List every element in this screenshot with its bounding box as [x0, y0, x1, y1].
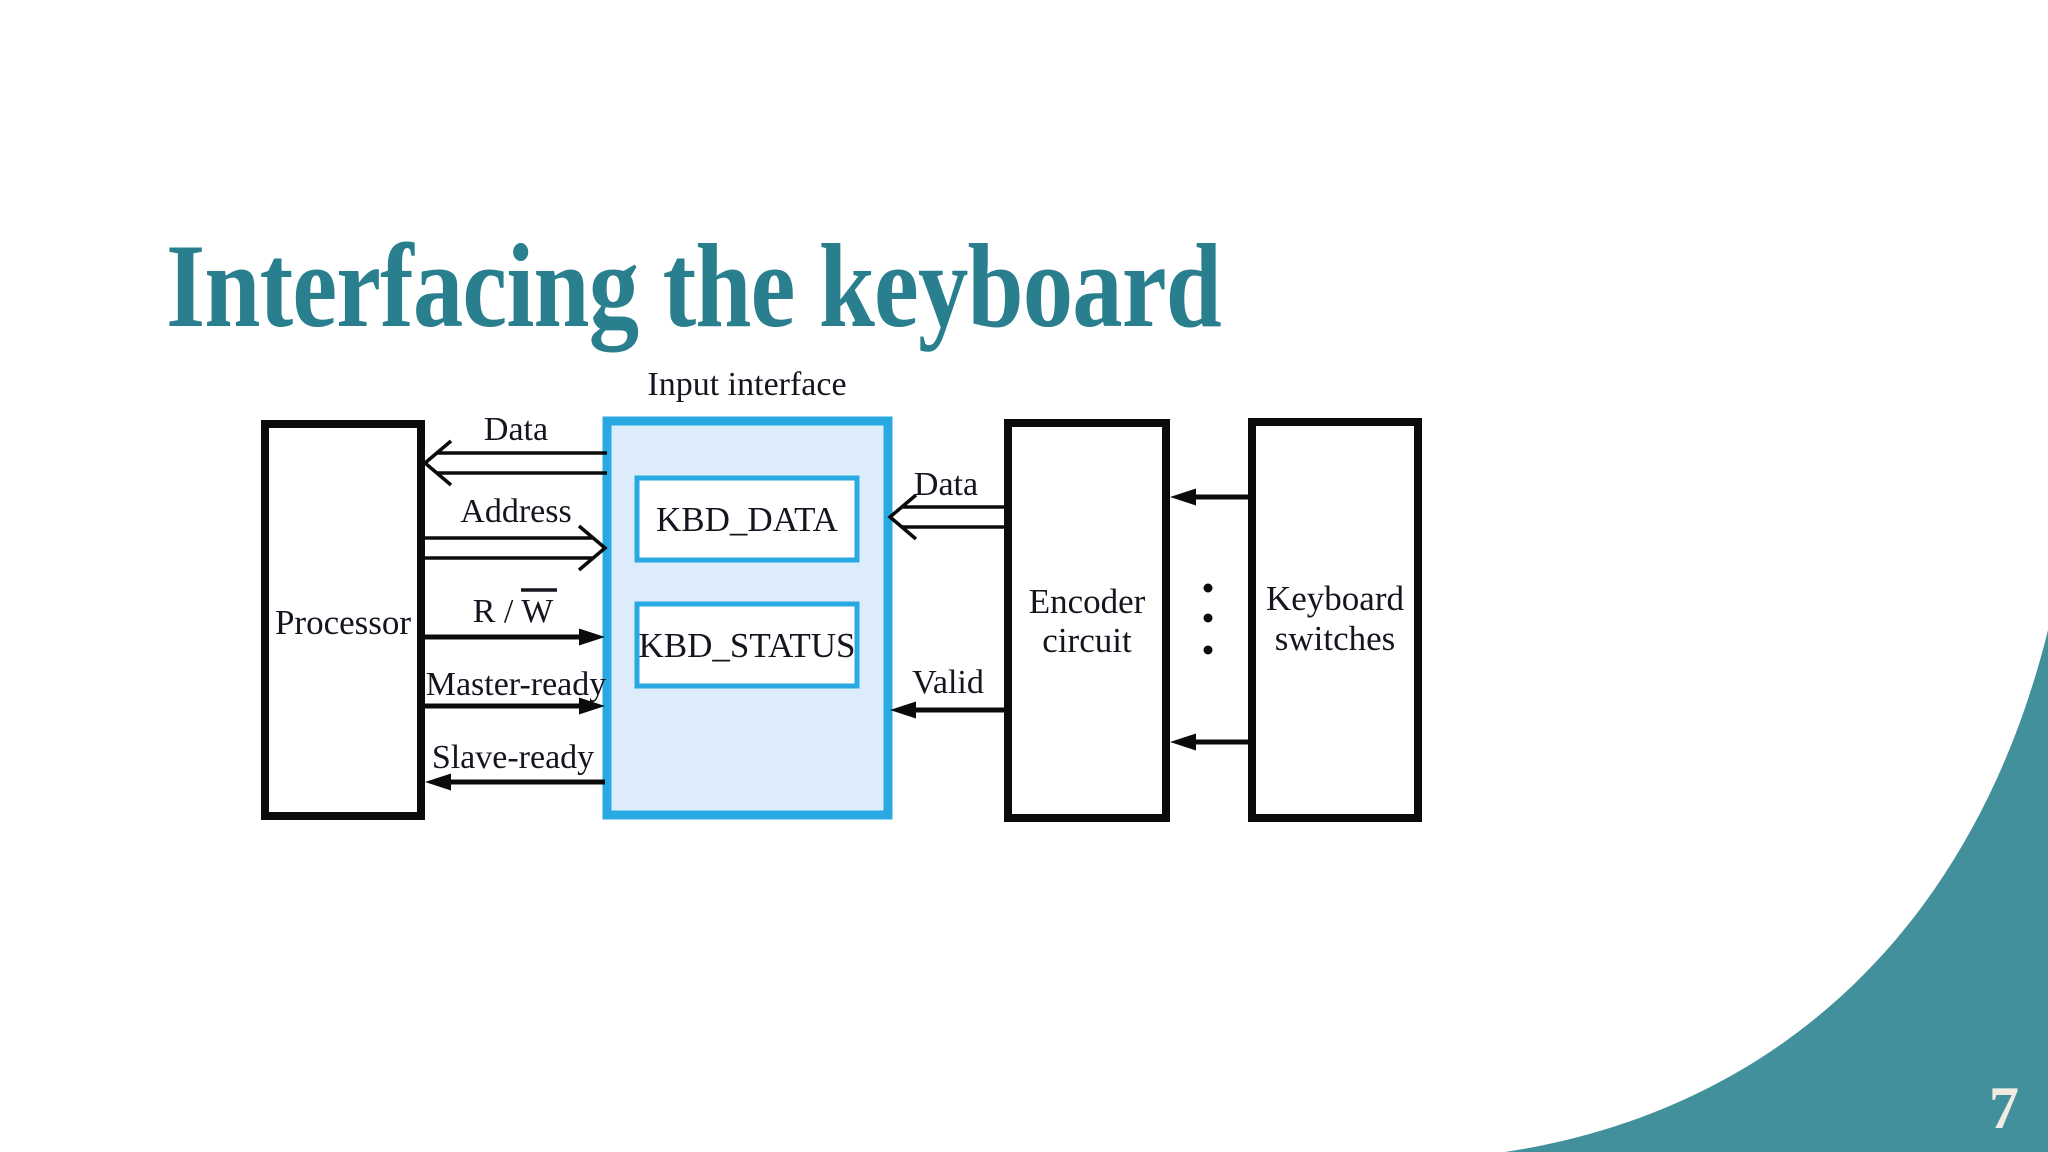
corner-accent-curve	[1505, 630, 2048, 1152]
kbd-status-box	[634, 601, 860, 689]
switches-to-encoder-bottom-arrow-head	[1170, 733, 1196, 751]
read-write-arrow-head	[579, 628, 605, 646]
ellipsis-dot	[1203, 645, 1213, 655]
slave-ready-arrow-head	[425, 773, 451, 791]
address-bus-arrow-shaft	[421, 536, 594, 560]
keyboard-switches-label: Keyboard	[1266, 579, 1405, 618]
processor-box	[261, 420, 425, 820]
ellipsis-dot	[1203, 583, 1213, 593]
processor-label: Processor	[275, 603, 411, 642]
kbd-data-label: KBD_DATA	[656, 500, 839, 539]
valid-label: Valid	[912, 664, 984, 701]
slave-ready-label: Slave-ready	[432, 739, 594, 776]
kbd-status-label: KBD_STATUS	[639, 626, 856, 665]
data-to-processor-bus-arrow-shaft	[436, 451, 607, 475]
data-to-processor-label: Data	[484, 411, 548, 448]
encoder-circuit-label: Encoder	[1029, 582, 1146, 621]
ellipsis-dot	[1203, 613, 1213, 623]
address-label: Address	[460, 493, 571, 530]
input-interface-caption: Input interface	[647, 366, 846, 403]
master-ready-arrow-head	[579, 697, 605, 715]
data-to-interface-bus-arrow-shaft	[901, 505, 1008, 529]
data-to-processor-bus-arrow-head	[422, 439, 453, 487]
page-number: 7	[1989, 1075, 2019, 1141]
slide-title: Interfacing the keyboard	[166, 219, 1222, 353]
encoder-circuit-box	[1004, 419, 1170, 822]
master-ready-label: Master-ready	[426, 666, 607, 703]
kbd-data-box	[634, 475, 860, 563]
keyboard-switches-box	[1248, 418, 1422, 822]
valid-arrow-head	[890, 701, 916, 719]
encoder-circuit-label: circuit	[1042, 621, 1132, 660]
address-bus-arrow-head	[577, 524, 608, 572]
data-to-interface-label: Data	[914, 466, 978, 503]
read-write-label: R / W	[473, 593, 555, 630]
switches-to-encoder-top-arrow-head	[1170, 488, 1196, 506]
data-to-interface-bus-arrow-head	[887, 493, 918, 541]
keyboard-switches-label: switches	[1275, 619, 1396, 658]
